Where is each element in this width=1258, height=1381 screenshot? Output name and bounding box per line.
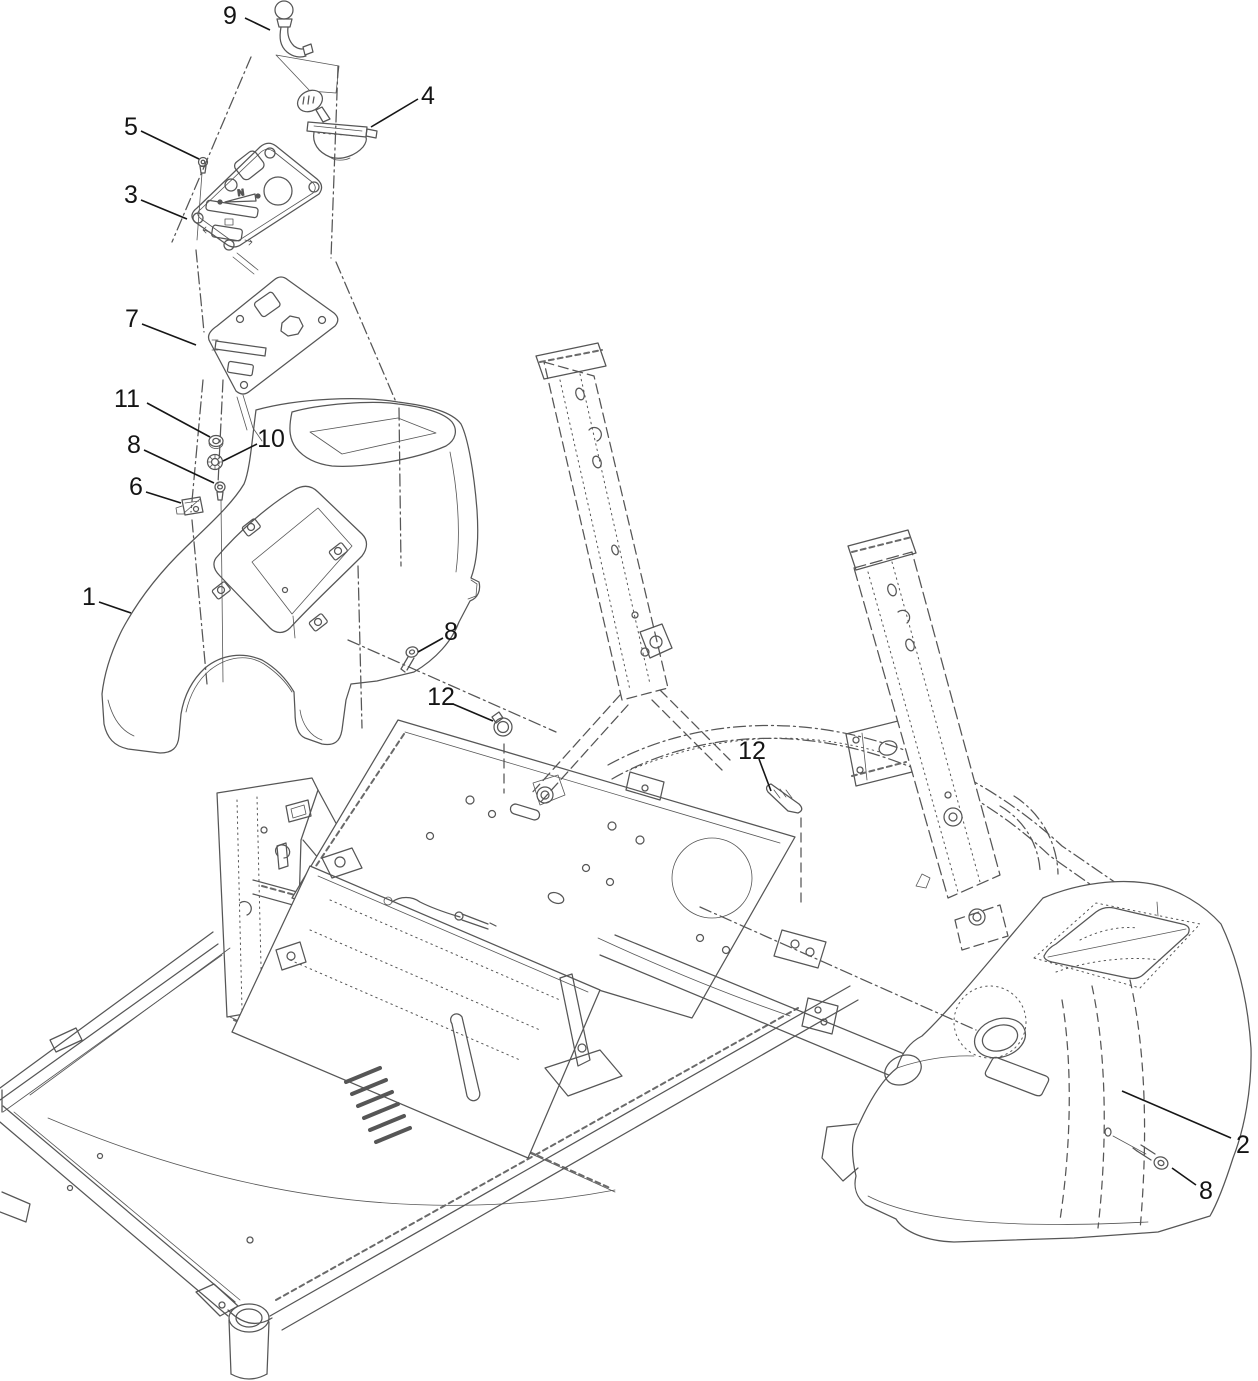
callout-leader-8 xyxy=(417,637,444,653)
engine-deck xyxy=(231,844,623,1159)
seat-hoop-tube xyxy=(607,724,1139,909)
callout-leader-8 xyxy=(1171,1167,1197,1186)
assembly-centerlines xyxy=(171,56,977,1031)
seat-strut-right xyxy=(847,529,1009,951)
callout-leader-3 xyxy=(140,199,188,220)
screw-part-5 xyxy=(196,156,209,241)
callout-part-8: 8 xyxy=(127,431,141,459)
callout-part-8: 8 xyxy=(1199,1177,1213,1205)
callout-part-1: 1 xyxy=(82,583,96,611)
callout-part-2: 2 xyxy=(1236,1131,1250,1159)
console-part-1 xyxy=(101,398,481,754)
screw-part-8c xyxy=(1132,1144,1169,1170)
callout-part-5: 5 xyxy=(124,113,138,141)
callout-leader-6 xyxy=(145,491,182,504)
callout-leader-5 xyxy=(140,130,200,160)
callout-part-11: 11 xyxy=(114,385,140,413)
callout-part-6: 6 xyxy=(129,473,143,501)
cable-clip-part-12b xyxy=(765,783,803,814)
callout-part-12: 12 xyxy=(427,683,455,711)
callout-part-3: 3 xyxy=(124,181,138,209)
callout-leader-10 xyxy=(222,443,258,462)
dipstick-part-9 xyxy=(274,0,314,58)
callout-leader-4 xyxy=(370,98,419,128)
locknut-part-10 xyxy=(206,453,224,471)
panel-neutral-marking: N xyxy=(237,187,245,198)
callout-leader-2 xyxy=(1121,1090,1232,1139)
screw-part-8a xyxy=(214,481,226,683)
ring-clip-part-12a xyxy=(491,711,513,737)
callout-part-7: 7 xyxy=(125,305,139,333)
screw-part-8b xyxy=(400,646,419,673)
callout-part-9: 9 xyxy=(223,2,237,30)
callout-leader-11 xyxy=(146,402,211,438)
callout-part-12: 12 xyxy=(738,737,766,765)
control-lever-part-4 xyxy=(296,89,378,161)
callout-part-10: 10 xyxy=(257,425,285,453)
seat-strut-left xyxy=(529,342,731,806)
backing-panel-part-7 xyxy=(207,252,339,442)
callout-leader-9 xyxy=(244,17,271,31)
control-panel-part-3: N xyxy=(191,142,323,251)
callout-leader-12 xyxy=(452,703,494,722)
console-screw-bosses xyxy=(211,518,348,632)
callout-leader-1 xyxy=(98,601,132,614)
cover-part-2 xyxy=(821,880,1252,1243)
clip-nut-part-6 xyxy=(175,496,204,516)
callout-leader-12 xyxy=(758,758,772,792)
callout-part-8: 8 xyxy=(444,618,458,646)
mount-plate-phantom xyxy=(275,54,340,94)
callout-part-4: 4 xyxy=(421,82,435,110)
callout-leader-8 xyxy=(143,449,215,484)
callout-leader-7 xyxy=(141,323,197,346)
washer-part-11 xyxy=(208,434,224,449)
